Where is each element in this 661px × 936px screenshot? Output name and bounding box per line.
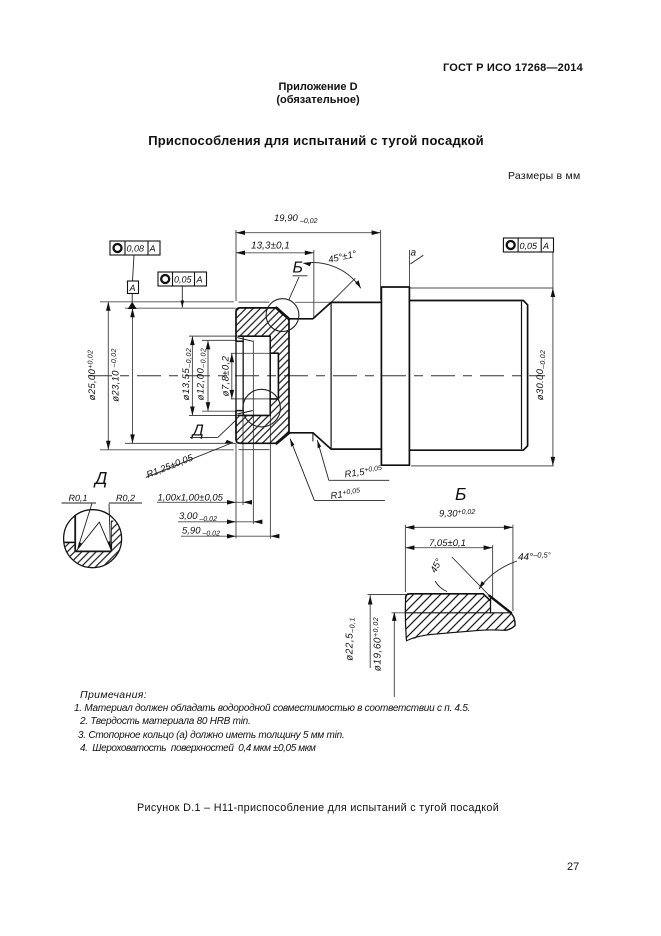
- svg-text:Д: Д: [93, 468, 107, 488]
- svg-text:ø13,55–0,02: ø13,55–0,02: [181, 348, 193, 401]
- svg-text:–0,02: –0,02: [299, 218, 318, 225]
- svg-text:Б: Б: [455, 484, 466, 504]
- svg-text:19,90: 19,90: [274, 213, 298, 224]
- svg-text:A: A: [149, 244, 156, 254]
- svg-text:R1,25±0,05: R1,25±0,05: [145, 452, 195, 480]
- svg-text:R0,2: R0,2: [116, 493, 135, 503]
- svg-text:7,05±0,1: 7,05±0,1: [429, 538, 466, 549]
- svg-text:13,3±0,1: 13,3±0,1: [251, 241, 290, 252]
- svg-text:R0,1: R0,1: [69, 493, 88, 503]
- svg-text:Д: Д: [191, 423, 204, 440]
- svg-text:ø7,8±0,2: ø7,8±0,2: [221, 355, 232, 396]
- svg-text:5,90 –0,02: 5,90 –0,02: [182, 526, 220, 538]
- svg-text:ø19,60+0,02: ø19,60+0,02: [373, 617, 384, 671]
- svg-text:1,00x1,00±0,05: 1,00x1,00±0,05: [158, 493, 224, 504]
- svg-text:Б: Б: [293, 260, 303, 277]
- svg-text:A: A: [196, 275, 203, 285]
- svg-text:ø30.00–0.02: ø30.00–0.02: [535, 350, 547, 400]
- svg-text:ø25,00+0,02: ø25,00+0,02: [87, 350, 98, 401]
- svg-text:ø22,5–0,1: ø22,5–0,1: [345, 617, 357, 661]
- svg-text:ø23,10 –0,02: ø23,10 –0,02: [111, 348, 122, 401]
- svg-text:0,05: 0,05: [520, 241, 539, 251]
- svg-text:a: a: [411, 248, 417, 259]
- svg-text:ø12,00–0,02: ø12,00–0,02: [196, 348, 208, 401]
- svg-text:0,08: 0,08: [127, 244, 145, 254]
- svg-text:3,00 –0,02: 3,00 –0,02: [179, 511, 217, 523]
- svg-text:R1,5+0,05: R1,5+0,05: [344, 464, 383, 480]
- svg-text:0,05: 0,05: [174, 275, 193, 285]
- svg-text:A: A: [129, 283, 136, 293]
- svg-text:A: A: [542, 241, 549, 251]
- svg-text:44°–0,5°: 44°–0,5°: [518, 551, 551, 564]
- svg-text:45°±1°: 45°±1°: [327, 249, 358, 266]
- svg-text:45°: 45°: [428, 557, 445, 575]
- svg-text:R1+0,05: R1+0,05: [330, 487, 361, 502]
- svg-text:9,30+0,02: 9,30+0,02: [439, 509, 475, 520]
